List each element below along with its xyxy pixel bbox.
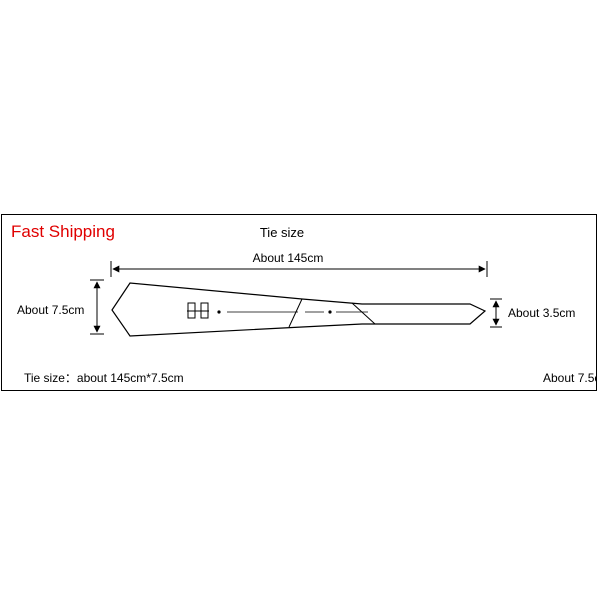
size-chart-frame: Fast Shipping Tie size About 145cm About… bbox=[1, 214, 597, 391]
size-caption-truncated: About 7.5c bbox=[543, 371, 597, 385]
tie-diagram bbox=[90, 261, 502, 337]
tie-seam-2 bbox=[351, 302, 376, 325]
fast-shipping-badge: Fast Shipping bbox=[11, 222, 115, 241]
wide-end-label: About 7.5cm bbox=[17, 303, 85, 317]
tie-dot-wide bbox=[217, 310, 221, 314]
chart-heading: Tie size bbox=[259, 225, 305, 240]
tie-seam-1 bbox=[288, 298, 303, 328]
length-label: About 145cm bbox=[252, 251, 324, 265]
size-caption: Tie size：about 145cm*7.5cm bbox=[24, 371, 184, 385]
tie-outline bbox=[111, 282, 487, 337]
narrow-end-label: About 3.5cm bbox=[508, 306, 576, 320]
tie-dot-narrow bbox=[328, 310, 332, 314]
